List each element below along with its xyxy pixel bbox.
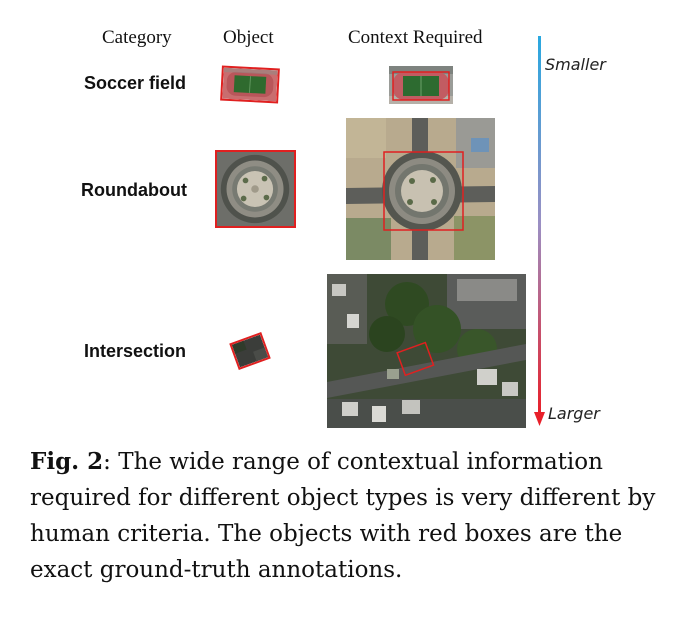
category-roundabout: Roundabout <box>81 180 187 200</box>
intersection-context-image <box>327 274 526 428</box>
soccer-field-context-image <box>389 66 453 104</box>
category-column-header: Category <box>102 27 172 48</box>
caption-text: : The wide range of contextual informati… <box>30 449 656 583</box>
roundabout-object-image <box>215 150 296 228</box>
category-intersection: Intersection <box>84 341 187 361</box>
smaller-label: Smaller <box>545 55 606 74</box>
context-column-header: Context Required <box>348 27 483 48</box>
larger-label: Larger <box>548 404 600 423</box>
category-soccer-field: Soccer field <box>84 73 187 93</box>
intersection-object-image <box>229 332 271 370</box>
scale-gradient-arrow <box>534 36 545 426</box>
object-column-header: Object <box>223 27 274 48</box>
roundabout-context-image <box>346 118 495 260</box>
figure-caption: Fig. 2: The wide range of contextual inf… <box>30 444 680 588</box>
figure-label: Fig. 2 <box>30 448 104 475</box>
soccer-field-object-image <box>220 65 280 104</box>
